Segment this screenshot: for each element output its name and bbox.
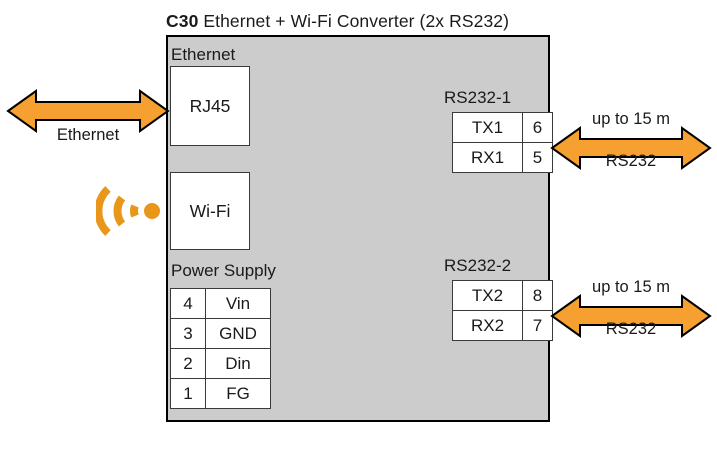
section-label-ethernet: Ethernet	[171, 45, 236, 64]
power-pin-signal: FG	[205, 378, 271, 409]
rs232-1-protocol-label: RS232	[605, 152, 657, 170]
ethernet-arrow-label: Ethernet	[56, 126, 120, 144]
section-label-rs232-1: RS232-1	[444, 88, 512, 107]
port-rj45[interactable]: RJ45	[170, 66, 250, 146]
rs232-1-table: TX1 6 RX1 5	[452, 112, 553, 173]
port-wifi-label: Wi-Fi	[189, 200, 231, 221]
rs232-2-signal: TX2	[452, 280, 523, 311]
rs232-2-distance-label: up to 15 m	[592, 278, 670, 296]
ethernet-connection-arrow	[6, 88, 170, 134]
table-row: 4 Vin	[170, 288, 271, 319]
rs232-1-pin: 5	[522, 142, 553, 173]
power-pin-number: 2	[170, 348, 206, 379]
table-row: 1 FG	[170, 378, 271, 409]
wifi-icon	[94, 176, 164, 251]
rs232-2-table-body: TX2 8 RX2 7	[452, 280, 553, 341]
rs232-1-signal: RX1	[452, 142, 523, 173]
table-row: 2 Din	[170, 348, 271, 379]
power-pin-number: 1	[170, 378, 206, 409]
rs232-1-pin: 6	[522, 112, 553, 143]
power-pin-number: 3	[170, 318, 206, 349]
table-row: 3 GND	[170, 318, 271, 349]
table-row: RX2 7	[452, 310, 553, 341]
table-row: RX1 5	[452, 142, 553, 173]
title-description: Ethernet + Wi-Fi Converter (2x RS232)	[198, 11, 510, 31]
rs232-1-connection-arrow	[550, 125, 712, 171]
port-wifi[interactable]: Wi-Fi	[170, 172, 250, 250]
rs232-2-pin: 7	[522, 310, 553, 341]
rs232-2-connection-arrow	[550, 293, 712, 339]
section-label-power-supply: Power Supply	[171, 261, 276, 280]
table-row: TX1 6	[452, 112, 553, 143]
power-pin-number: 4	[170, 288, 206, 319]
power-pin-signal: Vin	[205, 288, 271, 319]
rs232-1-distance-label: up to 15 m	[592, 110, 670, 128]
table-row: TX2 8	[452, 280, 553, 311]
power-supply-table-body: 4 Vin 3 GND 2 Din 1 FG	[170, 288, 271, 409]
rs232-1-signal: TX1	[452, 112, 523, 143]
rs232-2-signal: RX2	[452, 310, 523, 341]
power-pin-signal: GND	[205, 318, 271, 349]
section-label-rs232-2: RS232-2	[444, 256, 512, 275]
power-pin-signal: Din	[205, 348, 271, 379]
rs232-1-table-body: TX1 6 RX1 5	[452, 112, 553, 173]
rs232-2-pin: 8	[522, 280, 553, 311]
page-title: C30 Ethernet + Wi-Fi Converter (2x RS232…	[166, 11, 509, 32]
rs232-2-table: TX2 8 RX2 7	[452, 280, 553, 341]
title-model: C30	[166, 11, 199, 31]
port-rj45-label: RJ45	[189, 95, 231, 116]
power-supply-table: 4 Vin 3 GND 2 Din 1 FG	[170, 288, 271, 409]
rs232-2-protocol-label: RS232	[605, 320, 657, 338]
